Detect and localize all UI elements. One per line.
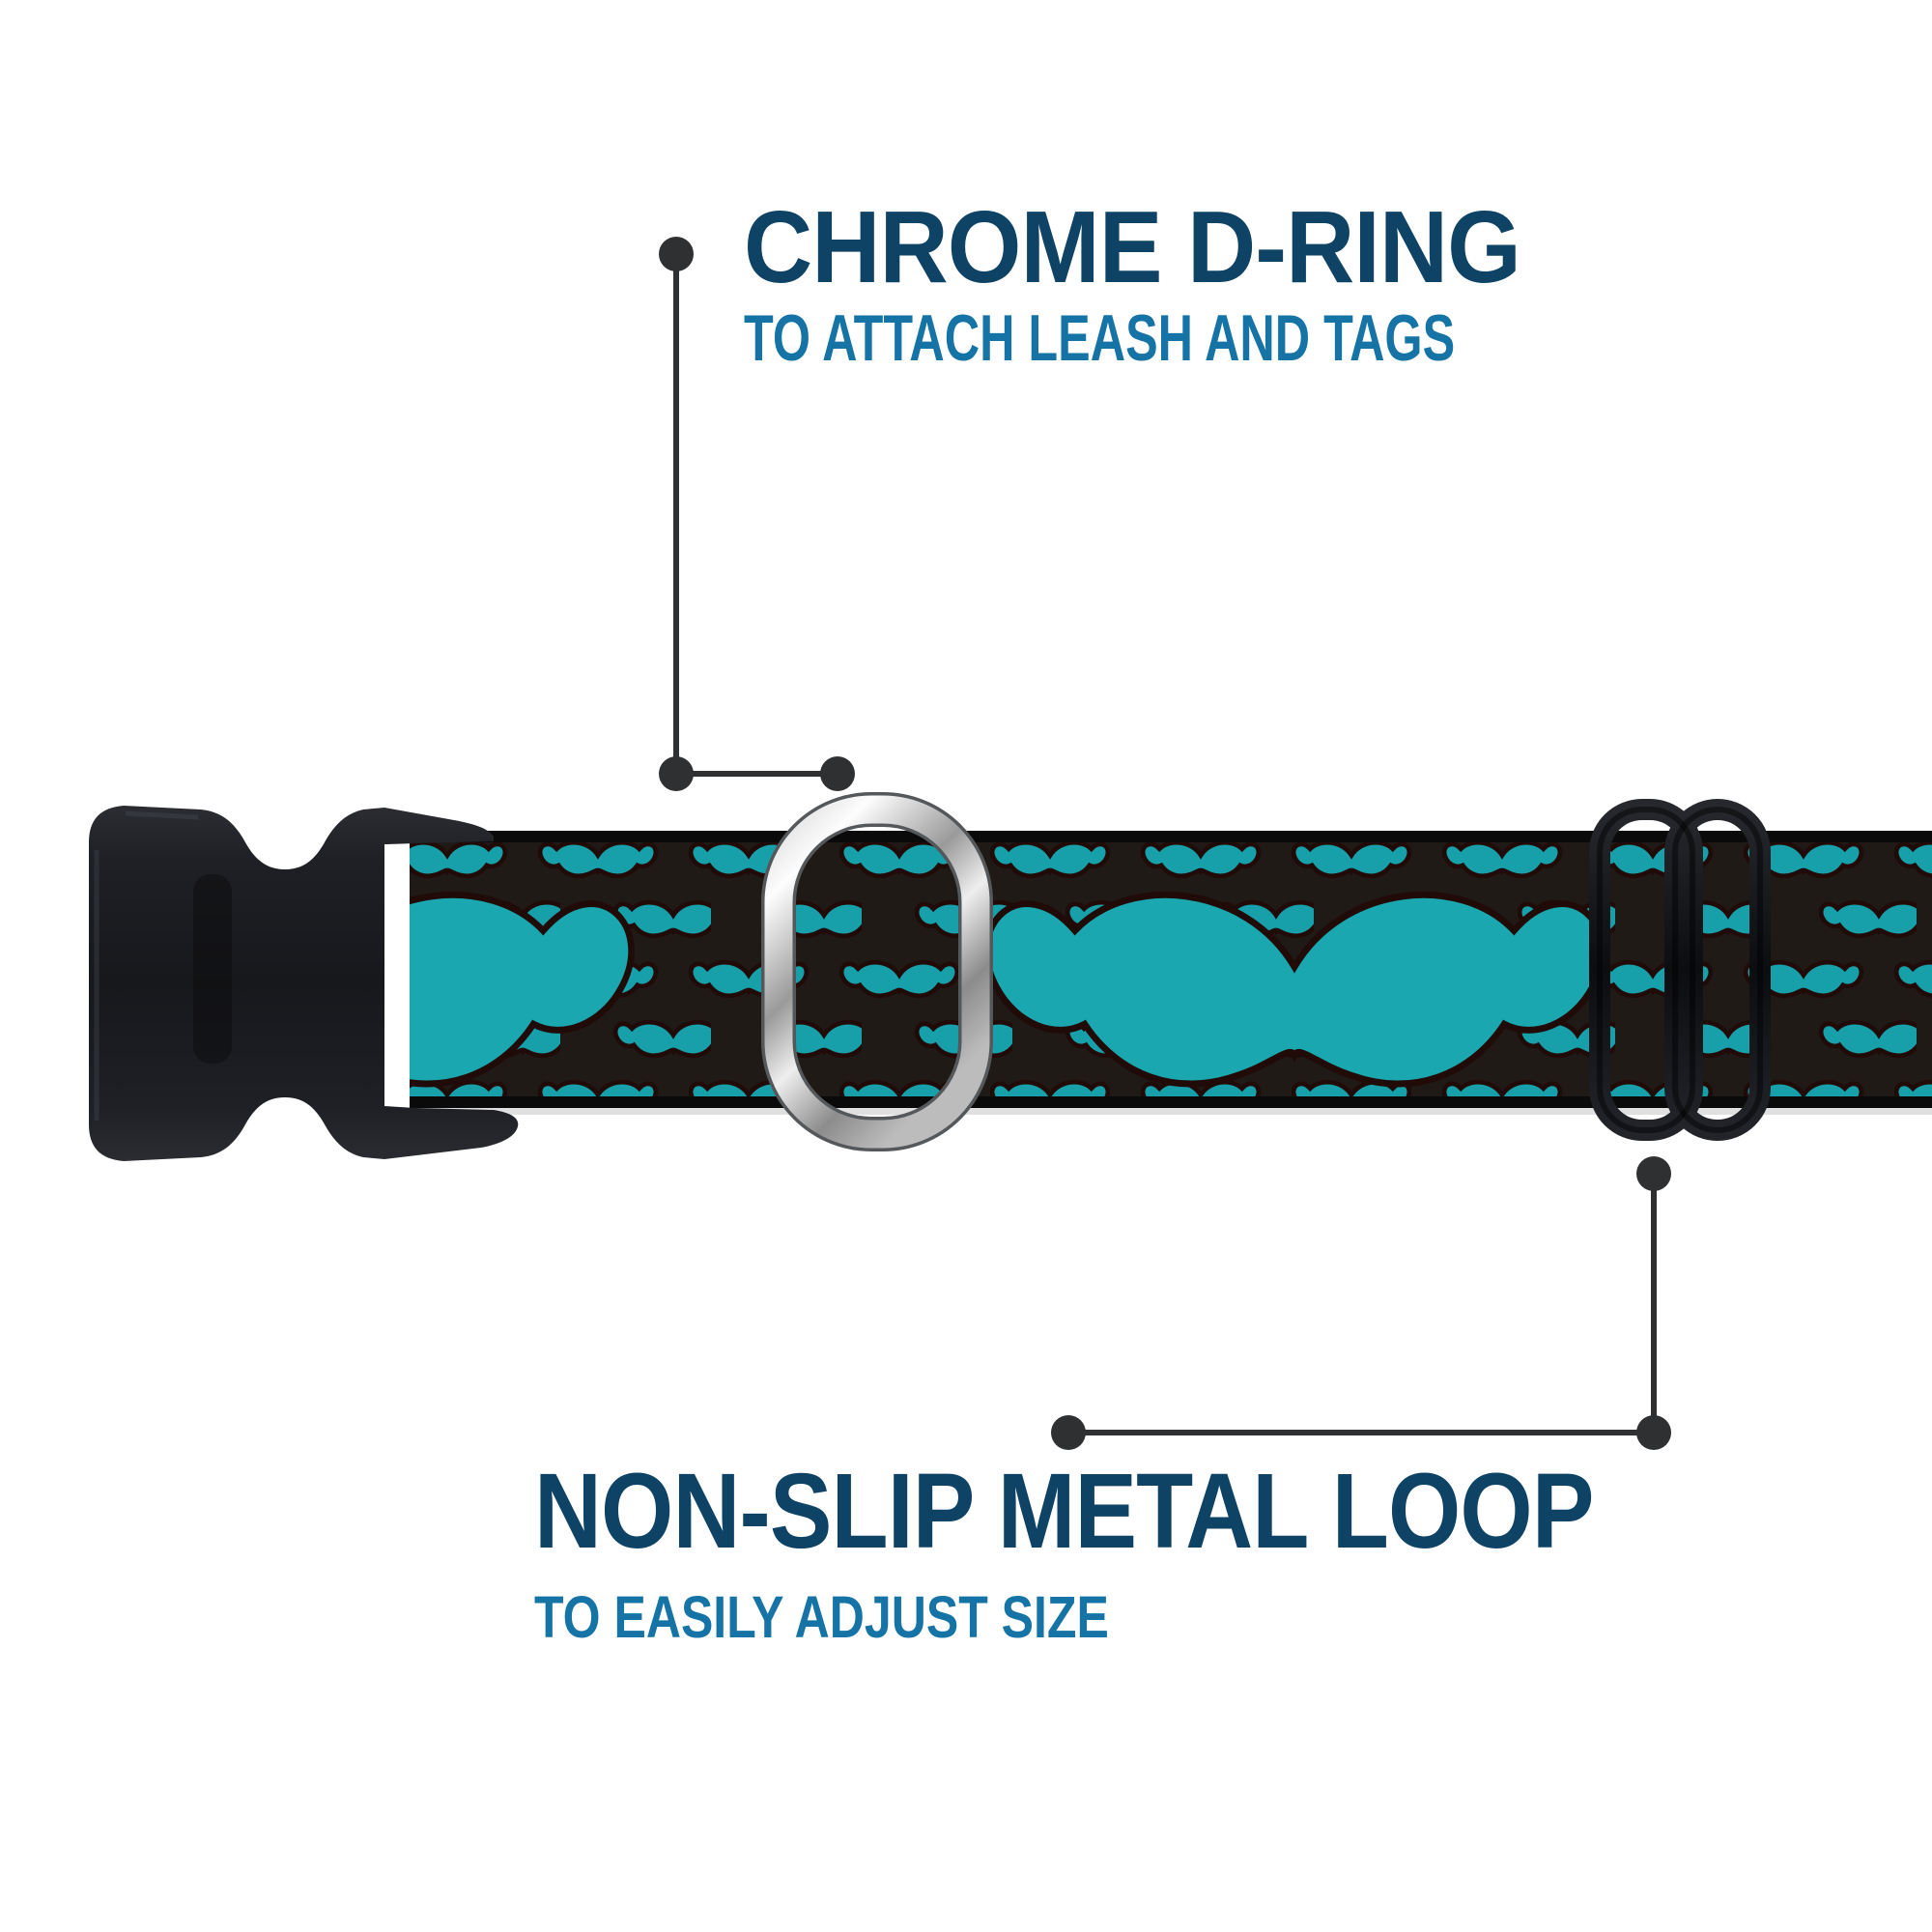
buckle-button-groove [193,874,232,1064]
callout-top-title: CHROME D-RING [744,190,1521,304]
band-top-edge [410,831,1932,842]
band-bottom-edge [410,1096,1932,1108]
callout-bottom-title: NON-SLIP METAL LOOP [534,1452,1594,1571]
leader-line-bottom [1051,1156,1671,1450]
callout-bottom-subtitle: TO EASILY ADJUST SIZE [534,1584,1109,1650]
chrome-d-ring-icon [761,792,993,1151]
metal-slider-loop-icon [1589,799,1771,1141]
callout-top-subtitle: TO ATTACH LEASH AND TAGS [744,301,1456,375]
leader-line-top [659,237,855,791]
side-release-buckle-icon [89,806,519,1161]
